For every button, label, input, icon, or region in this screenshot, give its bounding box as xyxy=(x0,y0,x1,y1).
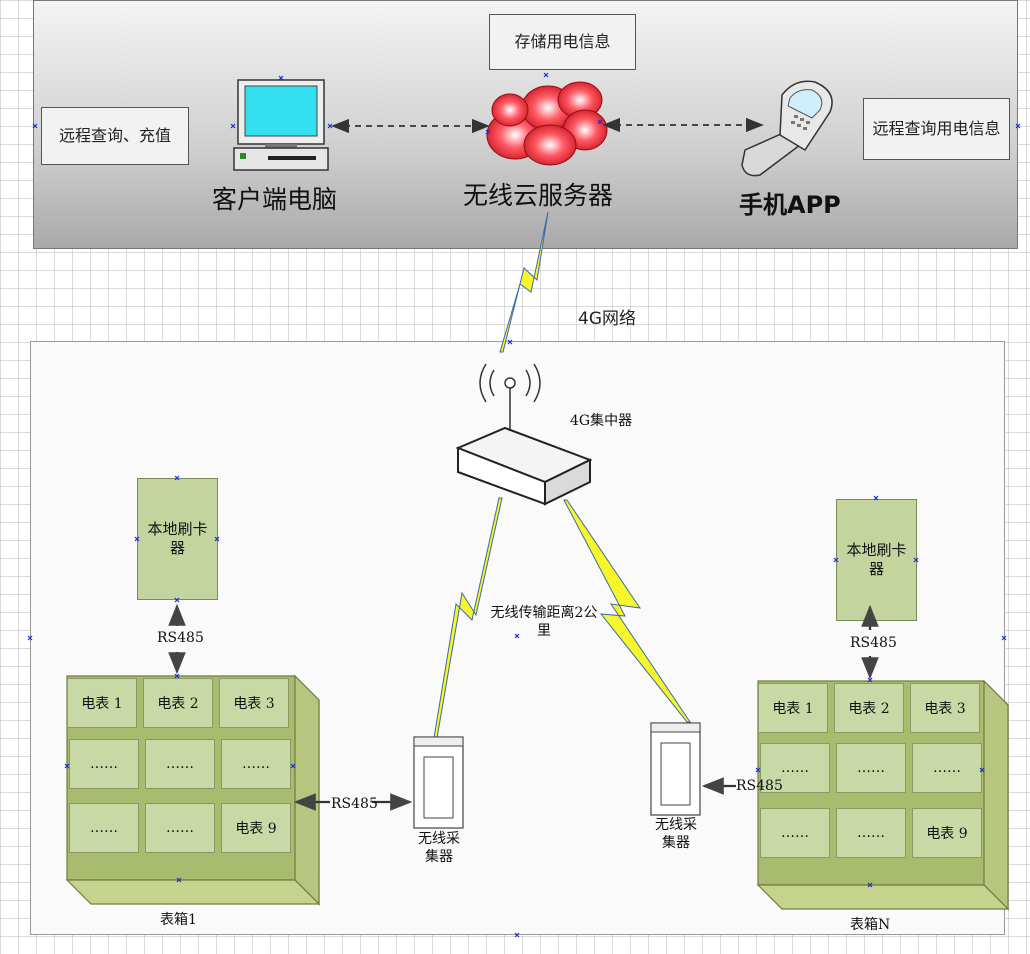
client-pc-label: 客户端电脑 xyxy=(212,185,338,214)
phone-app-label: 手机APP xyxy=(739,191,841,219)
meter-cell[interactable]: 电表 2 xyxy=(143,678,213,728)
meter-cell[interactable]: 电表 2 xyxy=(834,683,904,733)
meter-cell[interactable]: …… xyxy=(221,739,291,789)
meter-cell[interactable]: …… xyxy=(69,803,139,853)
meter-cell[interactable]: 电表 9 xyxy=(912,808,982,858)
cloud-server-label: 无线云服务器 xyxy=(463,181,614,210)
rs485-label-right-side: RS485 xyxy=(736,778,783,794)
meter-cell[interactable]: …… xyxy=(145,739,215,789)
meter-cell[interactable]: 电表 9 xyxy=(221,803,291,853)
meter-cell[interactable]: …… xyxy=(760,808,830,858)
card-reader-right[interactable]: 本地刷卡器 xyxy=(836,499,917,621)
card-reader-left[interactable]: 本地刷卡器 xyxy=(137,478,218,600)
meter-cell[interactable]: …… xyxy=(836,743,906,793)
wireless-distance-label: 无线传输距离2公里 xyxy=(490,605,598,639)
meter-cell[interactable]: 电表 3 xyxy=(219,678,289,728)
storage-info-box[interactable]: 存储用电信息 xyxy=(489,14,636,70)
collector-right-label: 无线采集器 xyxy=(655,817,697,851)
meter-box-right-caption: 表箱N xyxy=(850,917,891,933)
meter-cell[interactable]: …… xyxy=(760,743,830,793)
remote-query-box[interactable]: 远程查询用电信息 xyxy=(863,98,1010,160)
meter-cell[interactable]: 电表 1 xyxy=(67,678,137,728)
network-label: 4G网络 xyxy=(578,309,636,329)
meter-box-left-caption: 表箱1 xyxy=(160,912,197,928)
meter-cell[interactable]: …… xyxy=(836,808,906,858)
meter-cell[interactable]: 电表 1 xyxy=(758,683,828,733)
remote-recharge-box[interactable]: 远程查询、充值 xyxy=(41,107,189,165)
concentrator-label: 4G集中器 xyxy=(570,413,633,429)
collector-left-label: 无线采集器 xyxy=(418,831,460,865)
meter-cell[interactable]: …… xyxy=(145,803,215,853)
meter-cell[interactable]: …… xyxy=(912,743,982,793)
rs485-label-right-top: RS485 xyxy=(850,635,897,651)
meter-cell[interactable]: 电表 3 xyxy=(910,683,980,733)
meter-cell[interactable]: …… xyxy=(69,739,139,789)
rs485-label-left-top: RS485 xyxy=(157,630,204,646)
rs485-label-left-side: RS485 xyxy=(331,796,378,812)
